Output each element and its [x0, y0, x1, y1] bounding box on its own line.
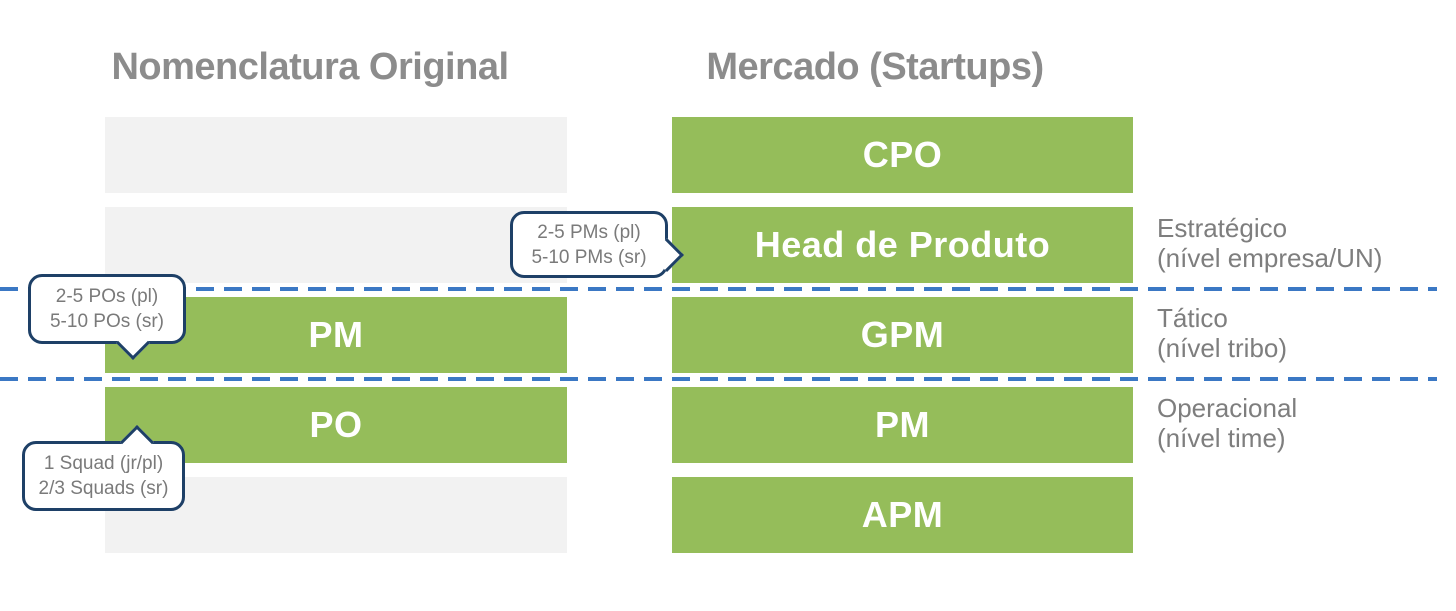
market-role-bar-pm: PM — [672, 387, 1133, 463]
level-scope-operational: (nível time) — [1157, 423, 1286, 453]
level-name-tactical: Tático — [1157, 303, 1228, 333]
callout-pos-per-pm: 2-5 POs (pl) 5-10 POs (sr) — [28, 274, 186, 360]
callout-squads-per-po: 1 Squad (jr/pl) 2/3 Squads (sr) — [22, 425, 185, 511]
level-name-strategic: Estratégico — [1157, 213, 1288, 243]
callout-squads-line1: 1 Squad (jr/pl) — [43, 453, 164, 474]
callout-pms-per-head: 2-5 PMs (pl) 5-10 PMs (sr) — [510, 211, 684, 278]
market-role-label-apm: APM — [861, 494, 944, 535]
market-role-bar-cpo: CPO — [672, 117, 1133, 193]
right-column-title: Mercado (Startups) — [706, 46, 1044, 88]
original-role-label-pm: PM — [308, 314, 364, 355]
market-role-label-head-de-produto: Head de Produto — [754, 224, 1051, 265]
level-scope-tactical: (nível tribo) — [1157, 333, 1288, 363]
level-label-operational: Operacional (nível time) — [1157, 393, 1297, 453]
level-scope-strategic: (nível empresa/UN) — [1157, 243, 1383, 273]
original-placeholder-bar-1 — [105, 117, 567, 193]
market-role-bar-gpm: GPM — [672, 297, 1133, 373]
market-role-label-pm: PM — [875, 404, 930, 445]
level-name-operational: Operacional — [1157, 393, 1298, 423]
callout-pms-line1: 2-5 PMs (pl) — [537, 221, 641, 243]
market-role-label-gpm: GPM — [860, 314, 945, 355]
callout-pos-line2: 5-10 POs (sr) — [49, 311, 165, 332]
divider-dashed-line-tactical-operational — [0, 377, 1437, 381]
callout-pos-line1: 2-5 POs (pl) — [55, 286, 159, 307]
market-role-label-cpo: CPO — [862, 134, 943, 175]
market-role-bar-apm: APM — [672, 477, 1133, 553]
callout-squads-line2: 2/3 Squads (sr) — [38, 478, 169, 499]
original-placeholder-bar-2 — [105, 207, 567, 283]
market-role-bar-head-de-produto: Head de Produto — [672, 207, 1133, 283]
divider-dashed-line-strategic-tactical — [0, 287, 1437, 291]
left-column-title: Nomenclatura Original — [111, 46, 509, 88]
callout-pms-line2: 5-10 PMs (sr) — [531, 246, 647, 268]
level-label-tactical: Tático (nível tribo) — [1157, 303, 1287, 363]
level-label-strategic: Estratégico (nível empresa/UN) — [1157, 213, 1382, 273]
original-role-label-po: PO — [309, 404, 363, 445]
